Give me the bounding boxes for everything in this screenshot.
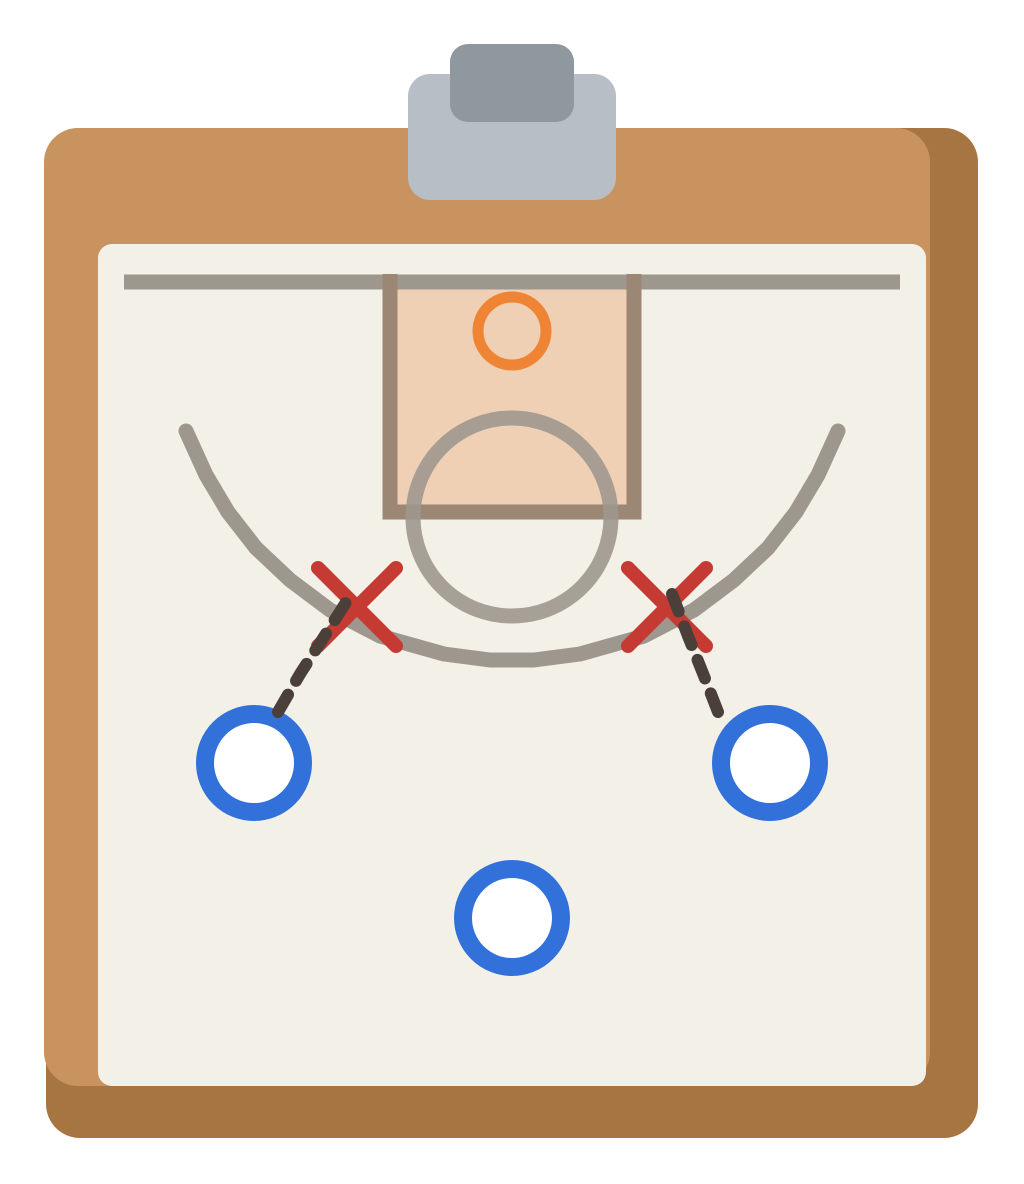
court-markings xyxy=(124,274,900,668)
player-o-right-wing xyxy=(712,705,828,821)
three-point-arc xyxy=(178,423,846,668)
movement-paths xyxy=(272,588,724,718)
lane-outline xyxy=(382,274,642,520)
free-throw-circle xyxy=(405,410,619,624)
clip-top xyxy=(450,44,574,122)
player-o-top xyxy=(454,860,570,976)
player-o-left-wing xyxy=(196,705,312,821)
hoop-icon xyxy=(472,291,552,371)
offense-players xyxy=(196,705,828,976)
path-left-wing xyxy=(272,590,356,718)
path-right-wing xyxy=(666,588,724,718)
